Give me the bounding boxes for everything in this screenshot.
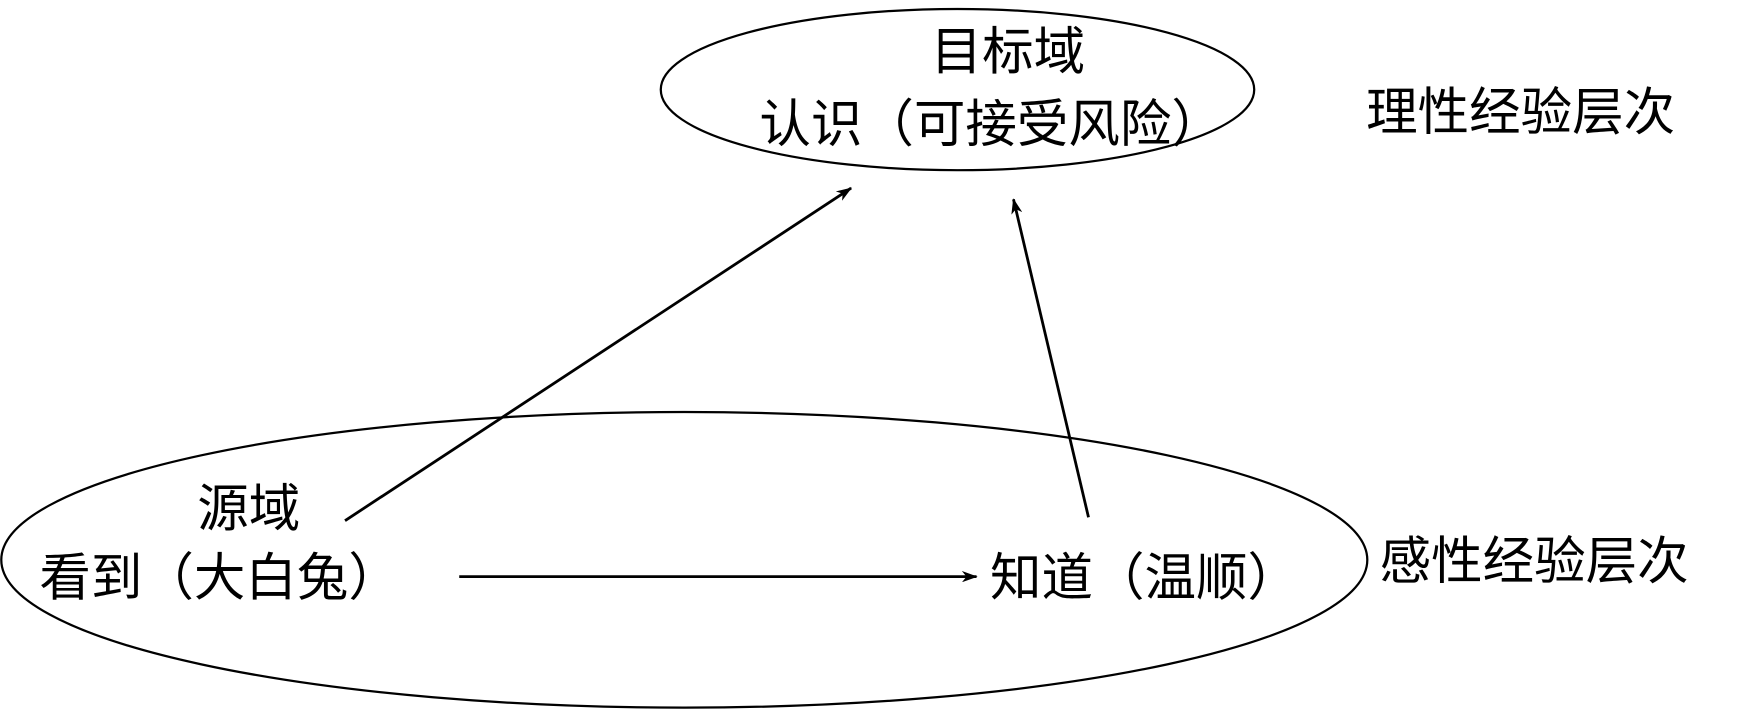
arrow-know-to-target <box>1011 198 1090 518</box>
rational-level-label: 理性经验层次 <box>1366 83 1675 143</box>
perceptual-level-label: 感性经验层次 <box>1380 532 1689 592</box>
target-domain-ellipse <box>659 7 1256 172</box>
arrow-source-to-target <box>344 186 853 522</box>
source-domain-title: 源域 <box>197 479 300 539</box>
target-domain-content: 认识（可接受风险） <box>759 95 1223 155</box>
source-know-label: 知道（温顺） <box>990 549 1299 609</box>
source-see-label: 看到（大白兔） <box>39 549 400 609</box>
source-domain-ellipse <box>0 410 1369 709</box>
target-domain-title: 目标域 <box>931 22 1086 82</box>
